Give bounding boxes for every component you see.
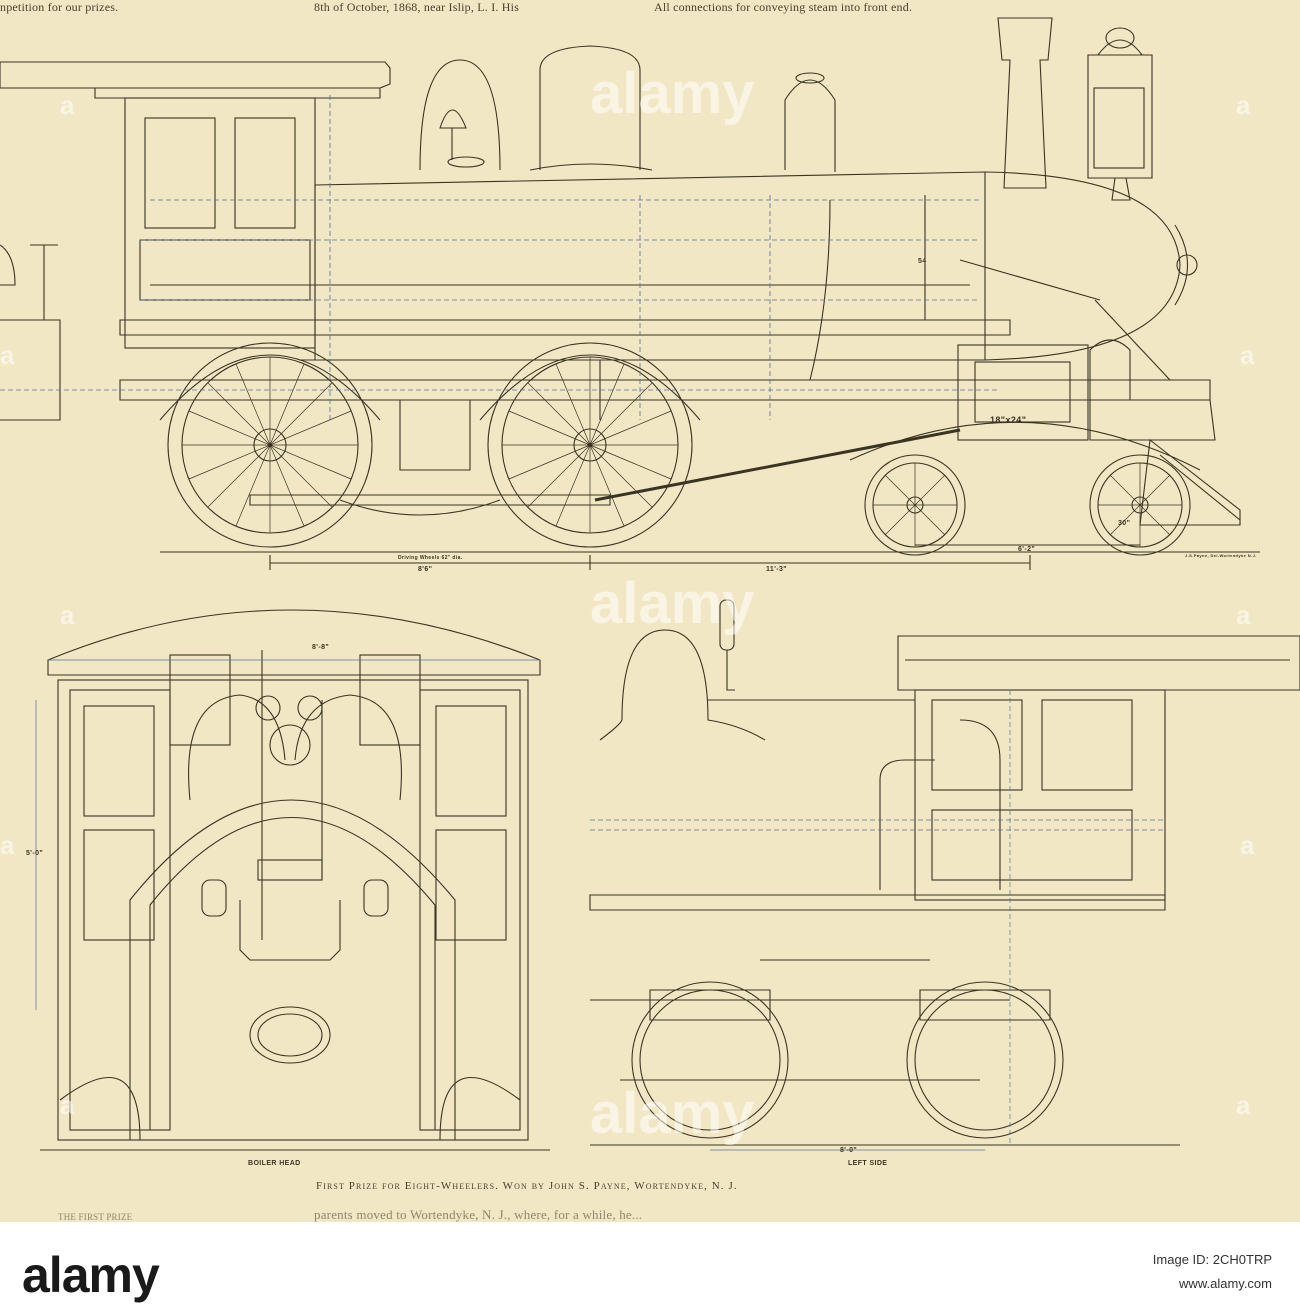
engraver-mark: J.S.Payne, Del.Wortendyke N.J. <box>1185 553 1257 558</box>
dim-label-11-3: 11'-3" <box>766 566 788 573</box>
dim-label-5-0: 5'-0" <box>26 850 44 857</box>
watermark-letter-7: a <box>0 340 15 370</box>
dim-label-6-2: 6'-2" <box>1018 546 1036 553</box>
header-left-text: npetition for our prizes. <box>0 0 119 14</box>
left-side-label: LEFT SIDE <box>848 1160 888 1167</box>
boiler-head-label: BOILER HEAD <box>248 1160 301 1167</box>
header-middle-text: 8th of October, 1868, near Islip, L. I. … <box>314 0 520 14</box>
bottom-left-text: THE FIRST PRIZE <box>58 1212 133 1222</box>
bottom-right-text: parents moved to Wortendyke, N. J., wher… <box>314 1207 643 1222</box>
locomotive-plate <box>0 17 1300 1151</box>
watermark-brand-center: alamy <box>590 571 755 636</box>
dim-label-30: 30" <box>1118 520 1131 527</box>
watermark-letter-8: a <box>1240 340 1255 370</box>
watermark-letter-4: a <box>1236 90 1251 120</box>
boiler-head-drawing <box>35 609 550 1151</box>
header-right-text: All connections for conveying steam into… <box>654 0 913 14</box>
dim-label-8-8: 8'-8" <box>312 644 330 651</box>
left-side-drawing <box>589 599 1300 1151</box>
driving-wheels-label: Driving Wheels 62" dia. <box>398 555 463 561</box>
watermark-letter-2: a <box>60 600 75 630</box>
image-id-label: Image ID: 2CH0TRP <box>1152 1252 1272 1267</box>
watermark-letter-6: a <box>1236 1090 1251 1120</box>
watermark-letter-1: a <box>60 90 75 120</box>
dim-label-54: 54 <box>918 258 927 265</box>
alamy-logo: alamy <box>22 1247 160 1303</box>
watermark-letter-10: a <box>1240 830 1255 860</box>
dim-label-8-6: 8'6" <box>418 566 433 573</box>
watermark-letter-3: a <box>60 1090 75 1120</box>
dim-label-8-0: 8'-0" <box>840 1147 858 1154</box>
watermark-letter-5: a <box>1236 600 1251 630</box>
cylinder-label: 18"x24" <box>990 415 1027 425</box>
site-url: www.alamy.com <box>1179 1276 1272 1291</box>
watermark-letter-9: a <box>0 830 15 860</box>
watermark-brand-bottom: alamy <box>590 1081 755 1146</box>
side-elevation-drawing <box>0 17 1260 570</box>
watermark-brand-top: alamy <box>590 61 755 126</box>
footer-bar <box>0 1222 1300 1315</box>
figure-caption: First Prize for Eight-Wheelers. Won by J… <box>316 1180 738 1192</box>
